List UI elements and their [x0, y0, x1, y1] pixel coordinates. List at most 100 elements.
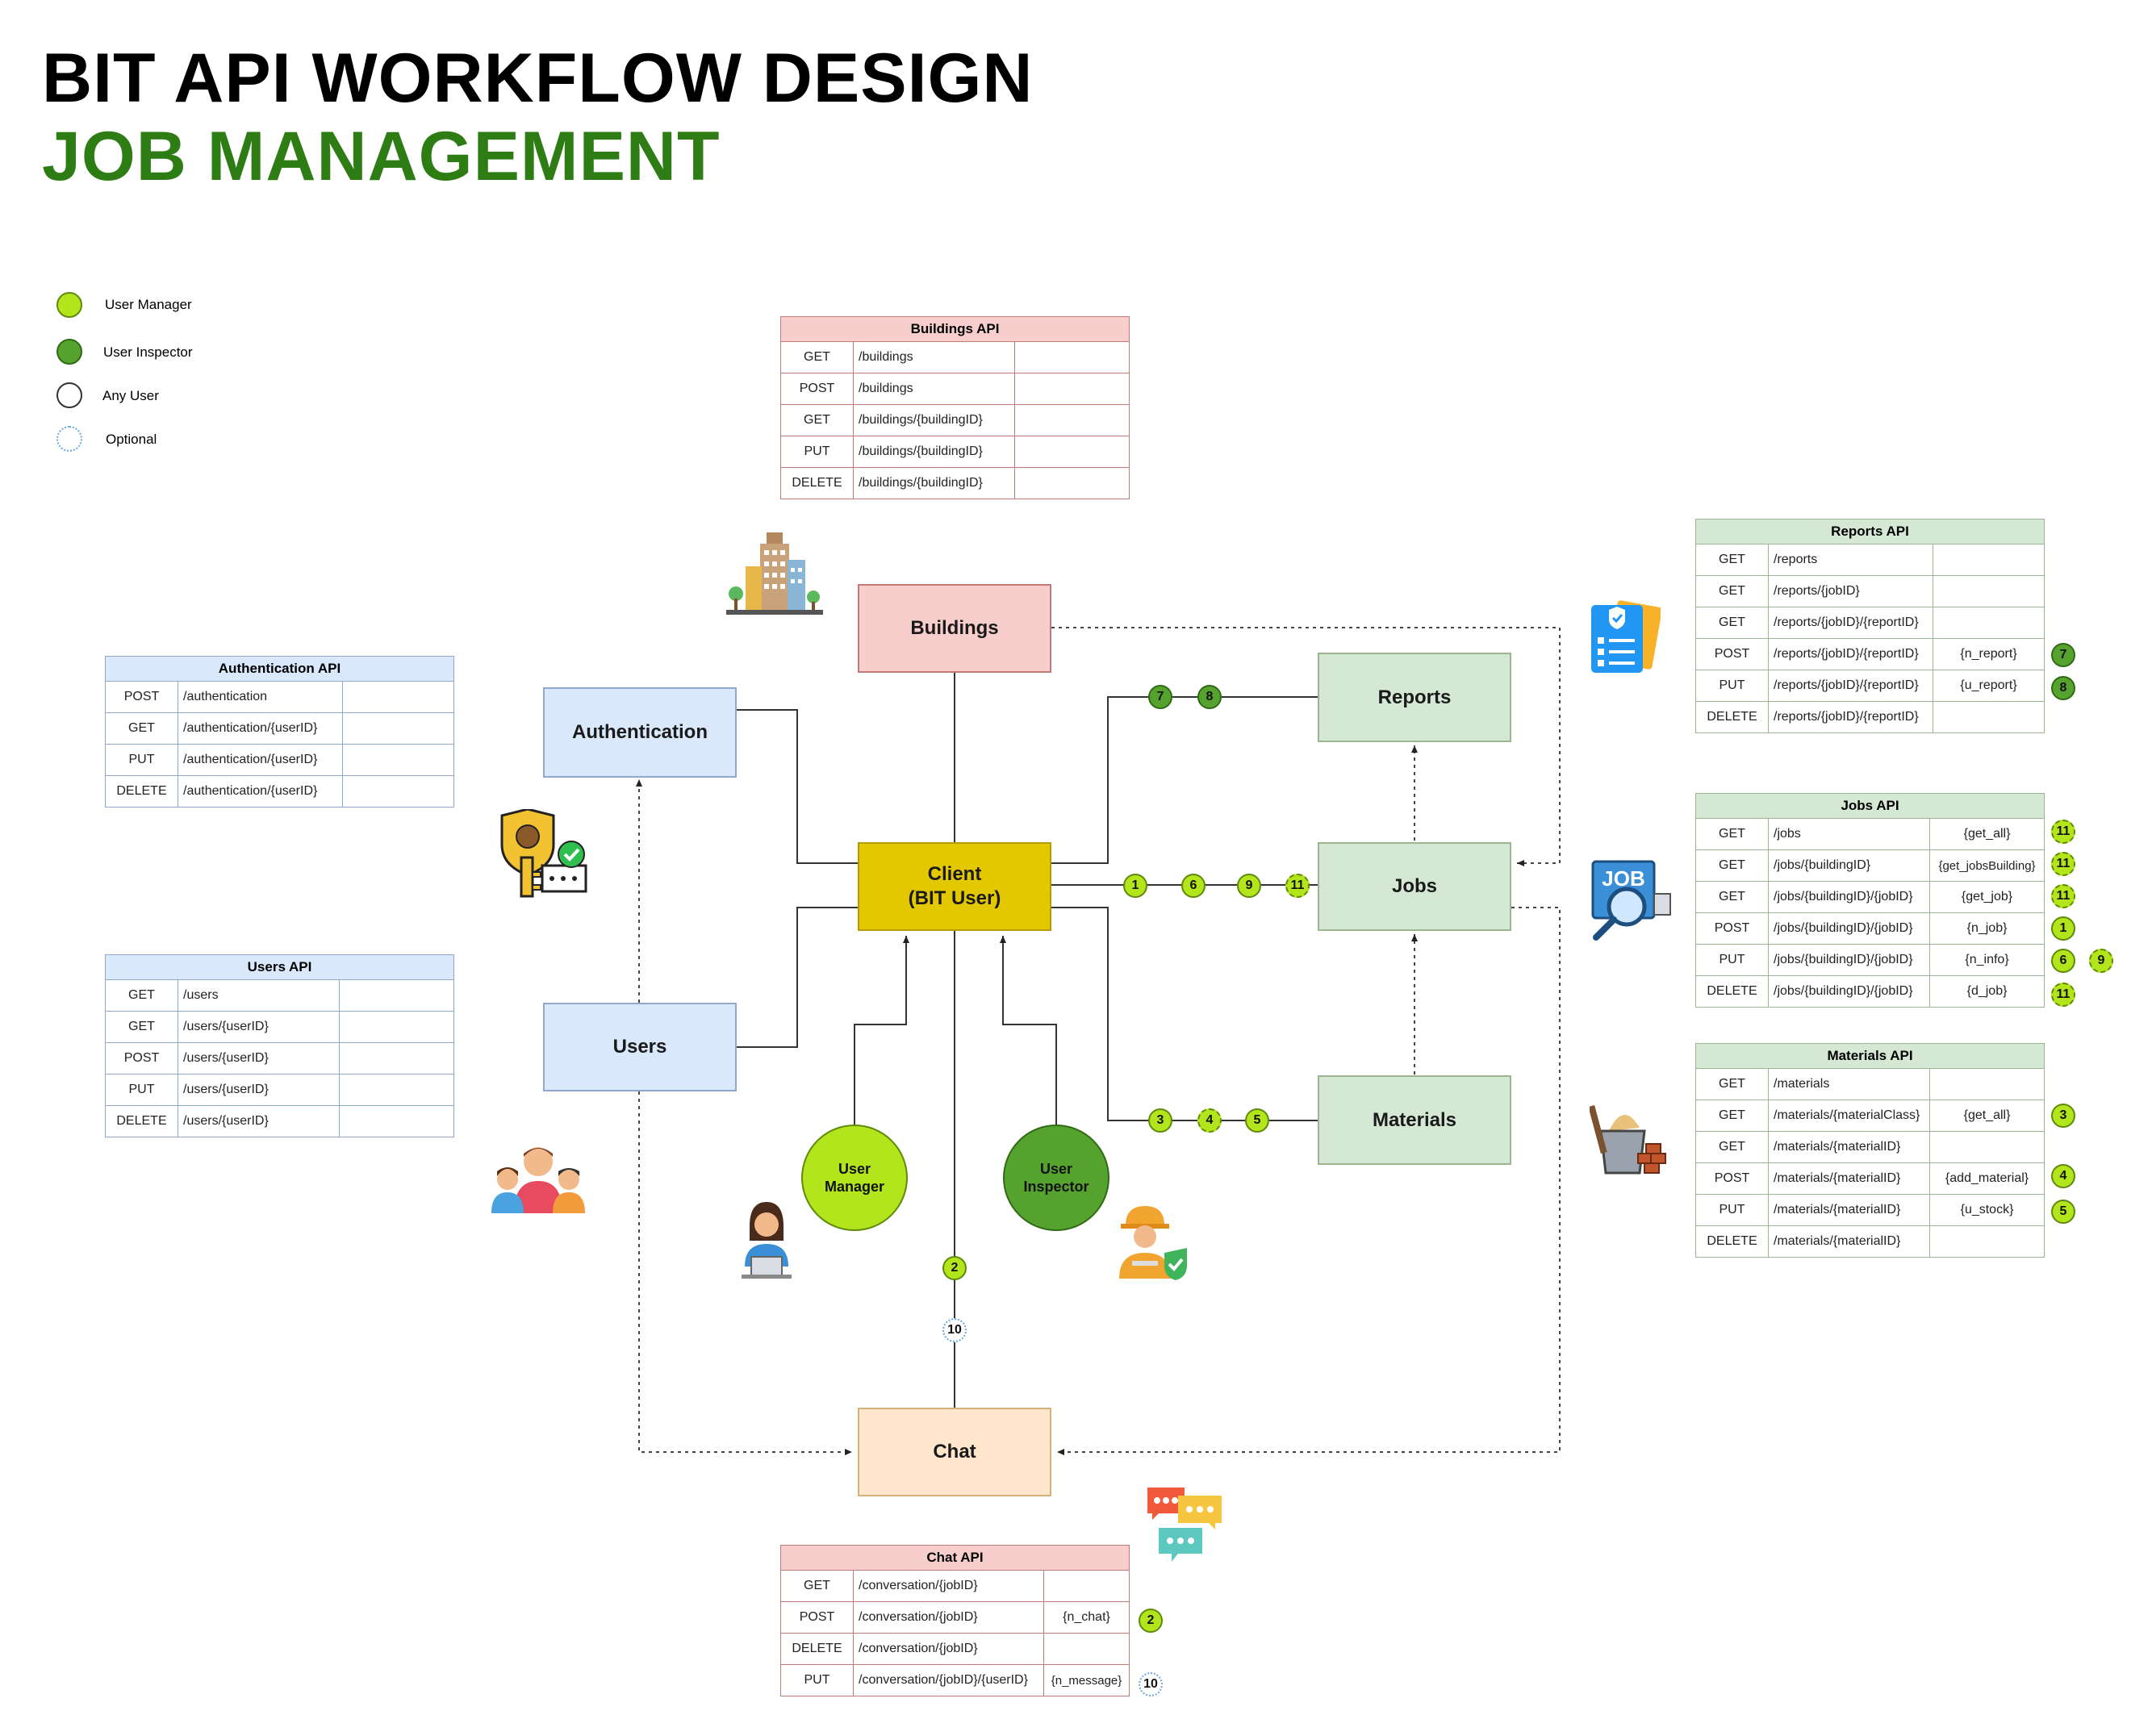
- page-title: BIT API WORKFLOW DESIGN: [42, 40, 1034, 117]
- method-cell: POST: [780, 1601, 854, 1634]
- table-row: POST/conversation/{jobID}{n_chat}: [780, 1601, 1130, 1634]
- method-cell: PUT: [780, 436, 854, 468]
- edge-badge-2: 2: [942, 1256, 967, 1280]
- path-cell: /reports/{jobID}/{reportID}: [1768, 701, 1933, 733]
- table-row: DELETE/jobs/{buildingID}/{jobID}{d_job}: [1695, 975, 2045, 1008]
- path-cell: /authentication/{userID}: [178, 775, 343, 807]
- method-cell: DELETE: [1695, 1225, 1769, 1258]
- legend-any-label: Any User: [102, 388, 159, 403]
- value-cell: {n_job}: [1928, 912, 2045, 945]
- users-api-table: Users API GET/users GET/users/{userID} P…: [104, 954, 455, 1137]
- chat-api-table: Chat API GET/conversation/{jobID} POST/c…: [779, 1545, 1130, 1696]
- value-cell: [1013, 404, 1130, 436]
- method-cell: GET: [1695, 1100, 1769, 1132]
- user-manager-node[interactable]: User Manager: [801, 1125, 908, 1231]
- table-row: GET/jobs/{buildingID}{get_jobsBuilding}: [1695, 849, 2045, 882]
- client-subtitle: (BIT User): [908, 887, 1001, 909]
- client-node[interactable]: Client (BIT User): [858, 842, 1051, 931]
- value-cell: {d_job}: [1928, 975, 2045, 1008]
- method-cell: PUT: [1695, 1194, 1769, 1226]
- path-cell: /conversation/{jobID}: [853, 1601, 1044, 1634]
- table-row: GET/users/{userID}: [105, 1011, 455, 1043]
- method-cell: GET: [1695, 818, 1769, 850]
- table-row: POST/materials/{materialID}{add_material…: [1695, 1162, 2045, 1195]
- table-row: PUT/materials/{materialID}{u_stock}: [1695, 1194, 2045, 1226]
- method-cell: PUT: [1695, 944, 1769, 976]
- path-cell: /users/{userID}: [178, 1074, 340, 1106]
- table-row: DELETE/buildings/{buildingID}: [780, 467, 1130, 499]
- construction-materials-icon: [1590, 1104, 1666, 1175]
- value-cell: {u_stock}: [1928, 1194, 2045, 1226]
- reports-post-badge: 7: [2051, 643, 2075, 667]
- authentication-node[interactable]: Authentication: [543, 687, 737, 778]
- value-cell: {add_material}: [1928, 1162, 2045, 1195]
- path-cell: /materials/{materialID}: [1768, 1225, 1930, 1258]
- table-row: POST/authentication: [105, 681, 454, 713]
- path-cell: /authentication/{userID}: [178, 744, 343, 776]
- reports-api-table: Reports API GET/reports GET/reports/{job…: [1694, 519, 2045, 733]
- page-subtitle: JOB MANAGEMENT: [42, 118, 721, 195]
- path-cell: /reports/{jobID}: [1768, 575, 1933, 607]
- table-row: POST/buildings: [780, 373, 1130, 405]
- value-cell: [1013, 373, 1130, 405]
- path-cell: /materials: [1768, 1068, 1930, 1100]
- reports-node[interactable]: Reports: [1318, 653, 1511, 742]
- path-cell: /authentication: [178, 681, 343, 713]
- method-cell: GET: [1695, 607, 1769, 639]
- value-cell: [1043, 1633, 1130, 1665]
- method-cell: GET: [1695, 1131, 1769, 1163]
- buildings-node[interactable]: Buildings: [858, 584, 1051, 673]
- value-cell: [1932, 544, 2045, 576]
- user-inspector-node[interactable]: User Inspector: [1003, 1125, 1109, 1231]
- path-cell: /buildings/{buildingID}: [853, 436, 1015, 468]
- table-row: GET/buildings: [780, 341, 1130, 373]
- path-cell: /users/{userID}: [178, 1105, 340, 1137]
- job-icon-glyph: JOB: [1602, 866, 1644, 891]
- value-cell: {n_chat}: [1043, 1601, 1130, 1634]
- table-row: DELETE/conversation/{jobID}: [780, 1633, 1130, 1665]
- table-row: GET/jobs{get_all}: [1695, 818, 2045, 850]
- jobs-put-badge-6: 6: [2051, 949, 2075, 973]
- edge-badge-8: 8: [1197, 685, 1222, 709]
- path-cell: /authentication/{userID}: [178, 712, 343, 745]
- edge-buildings-jobs: [1051, 627, 1561, 866]
- chat-post-badge: 2: [1139, 1609, 1163, 1633]
- table-row: PUT/authentication/{userID}: [105, 744, 454, 776]
- edge-badge-4: 4: [1197, 1108, 1222, 1133]
- method-cell: PUT: [105, 744, 178, 776]
- user-manager-line2: Manager: [824, 1179, 885, 1195]
- value-cell: [1013, 467, 1130, 499]
- path-cell: /materials/{materialID}: [1768, 1194, 1930, 1226]
- table-row: GET/users: [105, 979, 455, 1012]
- method-cell: GET: [105, 712, 178, 745]
- legend-optional-label: Optional: [106, 432, 157, 447]
- path-cell: /users/{userID}: [178, 1042, 340, 1075]
- path-cell: /conversation/{jobID}/{userID}: [853, 1664, 1044, 1696]
- value-cell: [1013, 436, 1130, 468]
- chat-node[interactable]: Chat: [858, 1408, 1051, 1496]
- path-cell: /jobs/{buildingID}/{jobID}: [1768, 944, 1930, 976]
- table-title: Materials API: [1694, 1043, 2045, 1069]
- legend-manager-swatch: [56, 292, 82, 318]
- method-cell: DELETE: [105, 1105, 178, 1137]
- value-cell: [342, 712, 454, 745]
- value-cell: [342, 681, 454, 713]
- path-cell: /jobs/{buildingID}/{jobID}: [1768, 912, 1930, 945]
- method-cell: GET: [105, 979, 178, 1012]
- method-cell: POST: [1695, 638, 1769, 670]
- edge-badge-1: 1: [1123, 874, 1147, 898]
- path-cell: /materials/{materialID}: [1768, 1162, 1930, 1195]
- value-cell: {n_info}: [1928, 944, 2045, 976]
- users-node[interactable]: Users: [543, 1003, 737, 1091]
- value-cell: {get_jobsBuilding}: [1928, 849, 2045, 882]
- jobs-node[interactable]: Jobs: [1318, 842, 1511, 931]
- buildings-icon: [726, 532, 823, 615]
- table-row: GET/buildings/{buildingID}: [780, 404, 1130, 436]
- materials-node[interactable]: Materials: [1318, 1075, 1511, 1165]
- method-cell: GET: [780, 404, 854, 436]
- materials-post-badge: 4: [2051, 1164, 2075, 1188]
- method-cell: PUT: [1695, 670, 1769, 702]
- path-cell: /reports/{jobID}/{reportID}: [1768, 638, 1933, 670]
- edge-badge-6: 6: [1181, 874, 1206, 898]
